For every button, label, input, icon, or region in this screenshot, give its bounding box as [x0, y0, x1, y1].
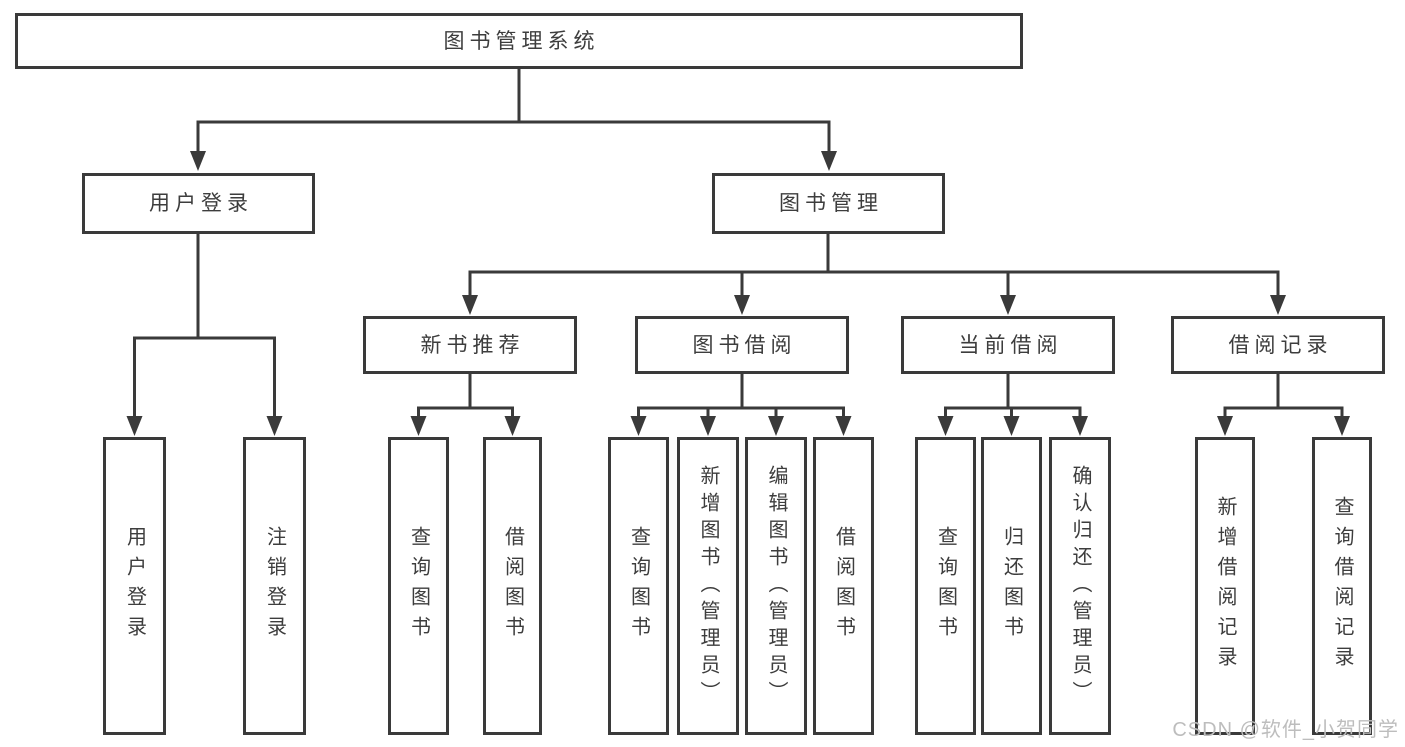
- arrowhead-icons: [126, 151, 1350, 436]
- node-book-borrow: 图书借阅: [635, 316, 849, 374]
- node-book-mgmt-label: 图书管理: [779, 192, 883, 215]
- node-user-login-label: 用户登录: [149, 192, 253, 215]
- node-leaf-query-borrow-record-label: 查询借阅记录: [1331, 496, 1353, 676]
- node-leaf-query-book-current: 查询图书: [915, 437, 976, 735]
- node-leaf-confirm-return: 确认归还（管理员）: [1049, 437, 1111, 735]
- node-user-login: 用户登录: [82, 173, 315, 234]
- node-leaf-return-book: 归还图书: [981, 437, 1042, 735]
- node-leaf-add-book: 新增图书（管理员）: [677, 437, 739, 735]
- node-leaf-edit-book: 编辑图书（管理员）: [745, 437, 807, 735]
- node-leaf-borrow-book-rec: 借阅图书: [483, 437, 542, 735]
- node-leaf-user-login-label: 用户登录: [123, 526, 146, 646]
- node-leaf-add-borrow-record-label: 新增借阅记录: [1214, 496, 1236, 676]
- node-leaf-logout: 注销登录: [243, 437, 306, 735]
- node-root-label: 图书管理系统: [443, 29, 600, 53]
- node-leaf-query-book-borrow-label: 查询图书: [627, 526, 650, 646]
- node-leaf-confirm-return-label: 确认归还（管理员）: [1069, 464, 1091, 708]
- node-borrow-records: 借阅记录: [1171, 316, 1385, 374]
- node-leaf-add-borrow-record: 新增借阅记录: [1195, 437, 1255, 735]
- node-leaf-logout-label: 注销登录: [263, 526, 286, 646]
- csdn-watermark: CSDN @软件_小贺同学: [1172, 719, 1399, 741]
- node-leaf-query-book-rec: 查询图书: [388, 437, 449, 735]
- node-new-book-rec: 新书推荐: [363, 316, 577, 374]
- node-leaf-query-borrow-record: 查询借阅记录: [1312, 437, 1372, 735]
- node-leaf-query-book-borrow: 查询图书: [608, 437, 669, 735]
- node-leaf-borrow-book-label: 借阅图书: [832, 526, 855, 646]
- node-book-borrow-label: 图书借阅: [692, 333, 797, 357]
- node-leaf-borrow-book-rec-label: 借阅图书: [501, 526, 524, 646]
- node-root: 图书管理系统: [15, 13, 1023, 69]
- node-leaf-query-book-rec-label: 查询图书: [407, 526, 430, 646]
- node-leaf-borrow-book: 借阅图书: [813, 437, 874, 735]
- node-leaf-return-book-label: 归还图书: [1000, 526, 1023, 646]
- node-leaf-add-book-label: 新增图书（管理员）: [697, 464, 719, 708]
- node-current-borrow: 当前借阅: [901, 316, 1115, 374]
- node-current-borrow-label: 当前借阅: [958, 333, 1063, 357]
- node-book-mgmt: 图书管理: [712, 173, 945, 234]
- node-leaf-edit-book-label: 编辑图书（管理员）: [765, 464, 787, 708]
- node-borrow-records-label: 借阅记录: [1228, 333, 1333, 357]
- connector-lines: [133, 69, 1344, 418]
- node-new-book-rec-label: 新书推荐: [420, 333, 525, 357]
- node-leaf-user-login: 用户登录: [103, 437, 166, 735]
- node-leaf-query-book-current-label: 查询图书: [934, 526, 957, 646]
